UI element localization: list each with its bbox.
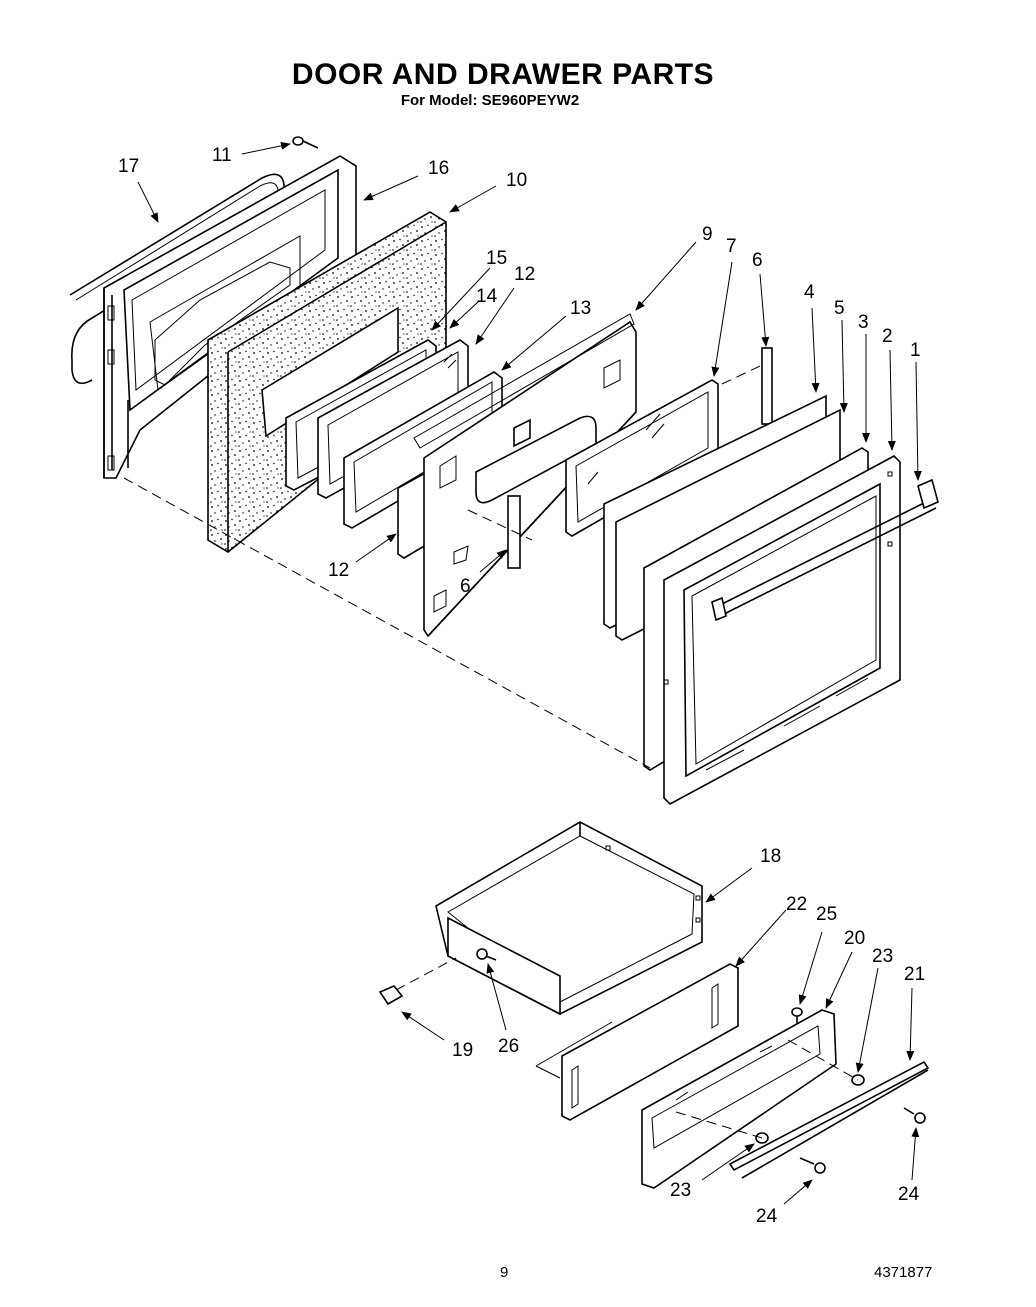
callout-23-lower: 23	[670, 1180, 691, 1201]
door-assembly-line-lower	[123, 477, 651, 769]
callout-10: 10	[506, 170, 527, 191]
trim-strip-part-21	[728, 1060, 930, 1179]
door-panel-part-13	[413, 313, 637, 638]
door-assembly-line-hinge	[467, 509, 533, 541]
callout-7: 7	[726, 236, 737, 257]
callout-13: 13	[570, 298, 591, 319]
door-handle-part-1	[711, 478, 939, 622]
page-title: DOOR AND DRAWER PARTS	[291, 58, 715, 91]
callout-16: 16	[428, 158, 449, 179]
callout-6-lower: 6	[460, 576, 471, 597]
callout-1: 1	[910, 340, 921, 361]
callout-22: 22	[786, 894, 807, 915]
document-number: 4371877	[874, 1264, 933, 1281]
callout-24-right: 24	[898, 1184, 920, 1205]
callout-25: 25	[816, 904, 837, 925]
callout-18: 18	[760, 846, 781, 867]
model-subtitle: For Model: SE960PEYW2	[400, 92, 580, 109]
callout-23-upper: 23	[872, 946, 893, 967]
screw-part-11	[292, 136, 319, 149]
callout-14: 14	[476, 286, 498, 307]
callout-12-upper: 12	[514, 264, 535, 285]
callout-2: 2	[882, 326, 893, 347]
door-gasket-part-17	[69, 173, 285, 385]
door-assembly-line-upper	[721, 365, 761, 385]
screw-part-26	[476, 948, 497, 961]
screw-part-24-left	[799, 1157, 826, 1174]
callout-9: 9	[702, 224, 713, 245]
callout-labels: 17 11 16 10 15 12 14 13 9 7 6 4 5 3 2 1 …	[118, 145, 925, 1227]
drawer-assembly-line-glide	[395, 957, 457, 991]
drawer-body-part-18	[435, 821, 703, 1016]
callout-6-upper: 6	[752, 250, 763, 271]
outer-door-frame-part-2	[663, 455, 901, 805]
drawer-front-inner-part-22	[535, 963, 739, 1121]
drawer-assembly-line-handle	[787, 1039, 859, 1081]
callout-26: 26	[498, 1036, 519, 1057]
callout-3: 3	[858, 312, 869, 333]
callout-15: 15	[486, 248, 507, 269]
callout-21: 21	[904, 964, 925, 985]
drawer-front-panel-part-20	[641, 1009, 837, 1189]
callout-24-lower: 24	[756, 1206, 778, 1227]
callout-11: 11	[212, 145, 232, 166]
screw-part-24-right	[903, 1107, 926, 1124]
drawer-glide-part-19	[378, 985, 404, 1006]
callout-12-lower: 12	[328, 560, 349, 581]
insulation-part-10	[207, 211, 447, 553]
callout-17: 17	[118, 156, 139, 177]
leader-lines	[137, 141, 922, 1205]
callout-19: 19	[452, 1040, 473, 1061]
page-number: 9	[500, 1264, 509, 1281]
callout-5: 5	[834, 298, 845, 319]
callout-20: 20	[844, 928, 865, 949]
callout-4: 4	[804, 282, 815, 303]
